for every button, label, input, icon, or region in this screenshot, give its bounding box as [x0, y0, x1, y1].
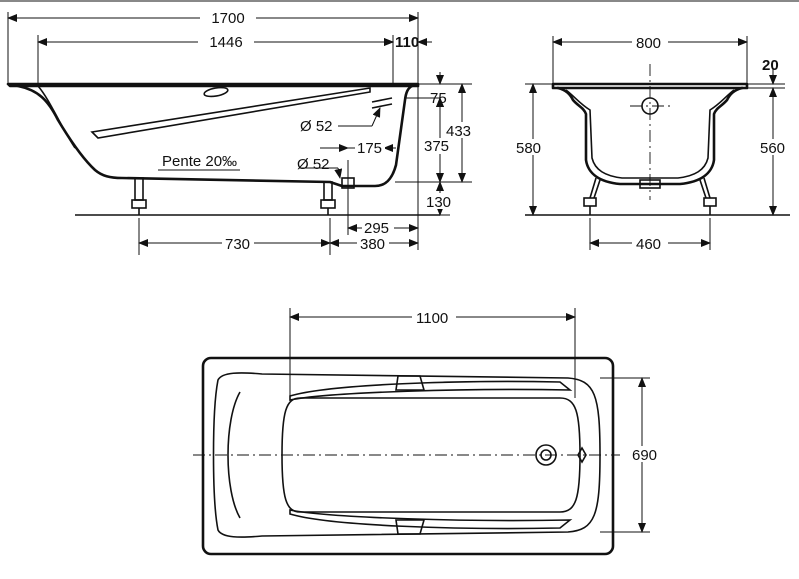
side-overflow-mark — [371, 97, 393, 103]
side-foot-right — [320, 181, 336, 215]
label-overflow-diameter: Ø 52 — [300, 118, 333, 135]
dim-foot-spacing: 730 — [225, 236, 250, 253]
top-handle-upper — [395, 375, 426, 391]
top-armrest-lower — [289, 509, 573, 530]
dim-inner-length: 1446 — [209, 34, 242, 51]
top-handle-lower — [395, 519, 426, 535]
dim-foot-height: 130 — [426, 194, 451, 211]
dim-drain-height: 375 — [424, 138, 449, 155]
top-armrest-upper — [289, 380, 573, 401]
side-view: 1700 1446 110 75 433 375 130 Ø 52 — [6, 9, 475, 255]
side-inner-edge — [37, 85, 76, 149]
label-slope: Pente 20‰ — [162, 153, 237, 170]
dim-drain-offset: 175 — [357, 140, 382, 157]
side-handle — [203, 86, 229, 98]
dim-overall-length: 1700 — [211, 10, 244, 27]
dim-end-width: 800 — [636, 35, 661, 52]
dim-end-rim-thickness: 20 — [762, 57, 779, 74]
dim-end-height-outer: 580 — [516, 140, 541, 157]
dim-top-inner-length: 1100 — [416, 310, 448, 327]
side-foot-left — [131, 177, 147, 215]
dim-rim-offset: 110 — [395, 34, 419, 51]
label-drain-diameter: Ø 52 — [297, 156, 330, 173]
dim-end-foot-spacing: 460 — [636, 236, 661, 253]
side-rim — [6, 82, 420, 88]
end-foot-right — [699, 177, 717, 215]
side-overflow-mark-2 — [371, 103, 393, 109]
top-view: 1100 690 — [193, 308, 666, 556]
top-inner-bottom — [281, 397, 581, 513]
side-backrest — [90, 87, 371, 139]
dim-top-inner-width: 690 — [632, 447, 657, 464]
end-foot-left — [583, 177, 601, 215]
top-overflow — [577, 446, 587, 464]
dim-foot-to-end-short: 295 — [364, 220, 389, 237]
dim-rim-depth: 75 — [430, 90, 447, 107]
side-tub-body — [16, 84, 414, 188]
dim-foot-to-end-long: 380 — [360, 236, 385, 253]
top-outline — [201, 356, 615, 556]
dim-total-height: 433 — [446, 123, 471, 140]
end-view: 800 580 560 20 460 — [514, 34, 794, 253]
top-backrest-edge — [227, 391, 241, 519]
dim-end-height-inner: 560 — [760, 140, 785, 157]
